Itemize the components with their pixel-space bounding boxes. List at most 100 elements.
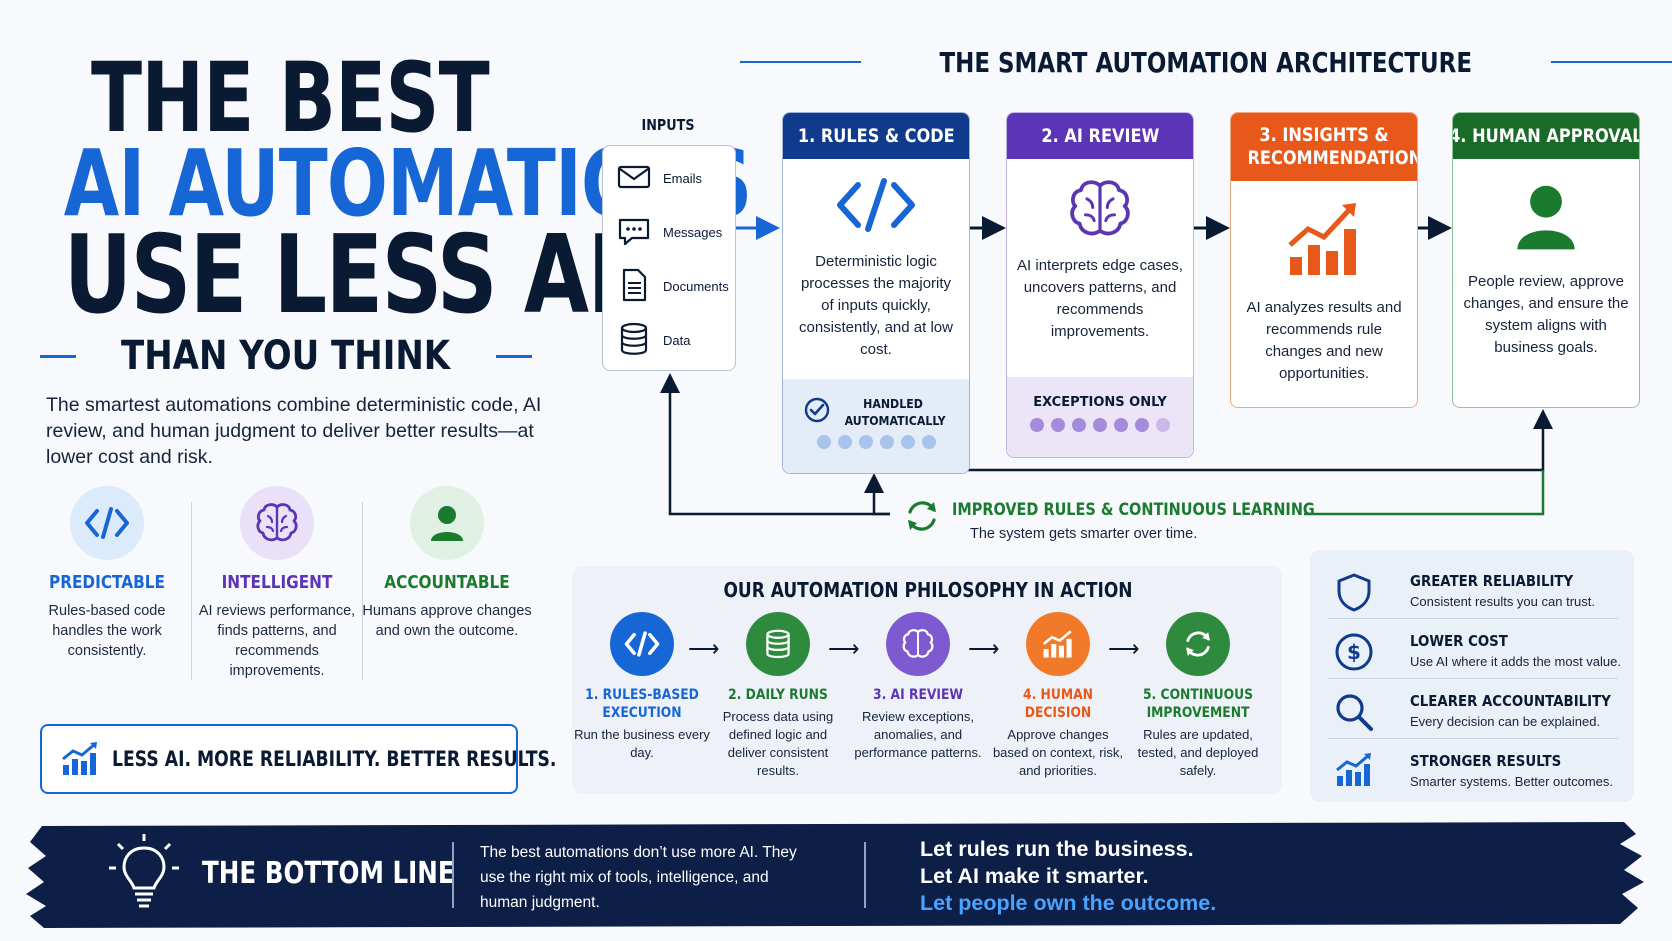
trait-divider — [362, 502, 363, 680]
architecture-title: THE SMART AUTOMATION ARCHITECTURE — [939, 45, 1473, 79]
bottom-line-mottos: Let rules run the business. Let AI make … — [920, 836, 1216, 917]
benefit-description: Use AI where it adds the most value. — [1410, 654, 1621, 669]
growth-chart-icon — [1026, 612, 1090, 676]
benefit-title: GREATER RELIABILITY — [1410, 572, 1574, 590]
lightbulb-icon — [104, 830, 184, 925]
chat-bubble-icon — [617, 216, 651, 249]
step-description: Rules are updated, tested, and deployed … — [1137, 727, 1259, 778]
trait-text: Rules-based code handles the work consis… — [48, 603, 166, 659]
person-icon — [1453, 179, 1639, 253]
stage-footer: EXCEPTIONS ONLY — [1007, 377, 1193, 457]
refresh-icon — [1166, 612, 1230, 676]
input-label: Messages — [663, 225, 723, 240]
trait-title: INTELLIGENT — [221, 572, 333, 593]
database-icon — [746, 612, 810, 676]
code-icon — [610, 612, 674, 676]
benefit-description: Smarter systems. Better outcomes. — [1410, 774, 1614, 789]
step-description: Run the business every day. — [574, 727, 710, 760]
architecture-title-row: THE SMART AUTOMATION ARCHITECTURE — [740, 42, 1672, 82]
progress-dots — [1007, 418, 1193, 432]
check-circle-icon — [804, 397, 830, 428]
benefit-description: Every decision can be explained. — [1410, 714, 1601, 729]
stage-ai-review: 2. AI REVIEW AI interprets edge cases, u… — [1006, 112, 1194, 458]
input-label: Data — [663, 333, 691, 348]
growth-chart-icon — [60, 741, 100, 777]
trait-title: ACCOUNTABLE — [384, 572, 510, 593]
tagline-box: LESS AI. MORE RELIABILITY. BETTER RESULT… — [40, 724, 556, 794]
benefit-item: STRONGER RESULTS Smarter systems. Better… — [1330, 748, 1620, 804]
refresh-icon — [902, 496, 942, 541]
step-description: Approve changes based on context, risk, … — [992, 727, 1124, 778]
learning-title: IMPROVED RULES & CONTINUOUS LEARNING — [952, 500, 1315, 520]
brain-icon — [1007, 177, 1193, 241]
code-icon — [783, 177, 969, 233]
stage-rules-code: 1. RULES & CODE Deterministic logic proc… — [782, 112, 970, 474]
input-messages: Messages — [617, 216, 722, 249]
benefit-title: LOWER COST — [1410, 632, 1508, 650]
motto-ai: Let AI make it smarter. — [920, 864, 1149, 888]
stage-header: 3. INSIGHTS & RECOMMENDATIONS — [1231, 113, 1417, 181]
bottom-line-banner: THE BOTTOM LINE The best automations don… — [24, 820, 1650, 930]
hero-rule-left — [40, 354, 77, 358]
philosophy-panel: OUR AUTOMATION PHILOSOPHY IN ACTION 1. R… — [572, 566, 1282, 794]
step-title: 5. CONTINUOUS IMPROVEMENT — [1142, 687, 1254, 721]
stage-description: Deterministic logic processes the majori… — [799, 253, 953, 358]
loop-green-line — [1304, 470, 1545, 516]
shield-icon — [1334, 572, 1374, 617]
trait-title: PREDICTABLE — [48, 572, 166, 593]
trait-accountable: ACCOUNTABLE Humans approve changes and o… — [362, 486, 532, 641]
stage-footer-label: HANDLED AUTOMATICALLY — [844, 396, 946, 428]
input-label: Emails — [663, 171, 703, 186]
step-description: Process data using defined logic and del… — [722, 709, 834, 778]
philosophy-step: 1. RULES-BASED EXECUTION Run the busines… — [572, 612, 712, 762]
arrow-right-icon: ⟶ — [1108, 636, 1140, 661]
stage-footer-label: EXCEPTIONS ONLY — [1033, 395, 1167, 410]
arrow-right-icon: ⟶ — [828, 636, 860, 661]
tagline-text: LESS AI. MORE RELIABILITY. BETTER RESULT… — [112, 747, 557, 771]
code-icon — [70, 486, 144, 560]
loop-to-rules — [864, 473, 890, 516]
input-label: Documents — [663, 279, 729, 294]
title-rule-right — [1550, 61, 1672, 63]
dollar-icon: $ — [1334, 632, 1374, 677]
stage-header: 4. HUMAN APPROVAL — [1453, 113, 1639, 159]
database-icon — [617, 322, 651, 359]
trait-intelligent: INTELLIGENT AI reviews performance, find… — [192, 486, 362, 681]
benefit-item: GREATER RELIABILITY Consistent results y… — [1330, 568, 1620, 624]
benefit-divider — [1328, 618, 1618, 619]
growth-chart-icon — [1334, 752, 1374, 793]
stage-title: 4. HUMAN APPROVAL — [1452, 124, 1640, 147]
motto-people: Let people own the outcome. — [920, 891, 1217, 915]
hero-rule-right — [495, 354, 532, 358]
step-title: 2. DAILY RUNS — [728, 687, 828, 703]
step-title: 3. AI REVIEW — [873, 687, 963, 703]
hero-intro: The smartest automations combine determi… — [46, 394, 542, 468]
benefit-title: CLEARER ACCOUNTABILITY — [1410, 692, 1611, 710]
philosophy-step: 4. HUMAN DECISION Approve changes based … — [988, 612, 1128, 780]
trait-predictable: PREDICTABLE Rules-based code handles the… — [22, 486, 192, 661]
svg-text:$: $ — [1347, 640, 1361, 664]
learning-subtitle: The system gets smarter over time. — [970, 526, 1198, 542]
benefit-item: CLEARER ACCOUNTABILITY Every decision ca… — [1330, 688, 1620, 744]
step-description: Review exceptions, anomalies, and perfor… — [854, 709, 982, 760]
benefit-divider — [1328, 678, 1618, 679]
stage-description: AI interprets edge cases, uncovers patte… — [1017, 257, 1183, 340]
inputs-panel: Emails Messages Documents Data — [602, 145, 736, 371]
input-documents: Documents — [617, 268, 729, 305]
input-emails: Emails — [617, 164, 702, 193]
benefit-title: STRONGER RESULTS — [1410, 752, 1562, 770]
progress-dots — [783, 435, 969, 449]
person-icon — [410, 486, 484, 560]
benefit-divider — [1328, 738, 1618, 739]
stage-human-approval: 4. HUMAN APPROVAL People review, approve… — [1452, 112, 1640, 408]
magnifier-icon — [1334, 692, 1374, 737]
bottom-line-summary: The best automations don’t use more AI. … — [480, 844, 797, 911]
philosophy-step: 2. DAILY RUNS Process data using defined… — [708, 612, 848, 780]
brush-stroke-background — [26, 822, 1644, 928]
inputs-label: INPUTS — [641, 116, 695, 134]
brain-icon — [886, 612, 950, 676]
input-data: Data — [617, 322, 690, 359]
benefits-panel: GREATER RELIABILITY Consistent results y… — [1310, 550, 1634, 802]
